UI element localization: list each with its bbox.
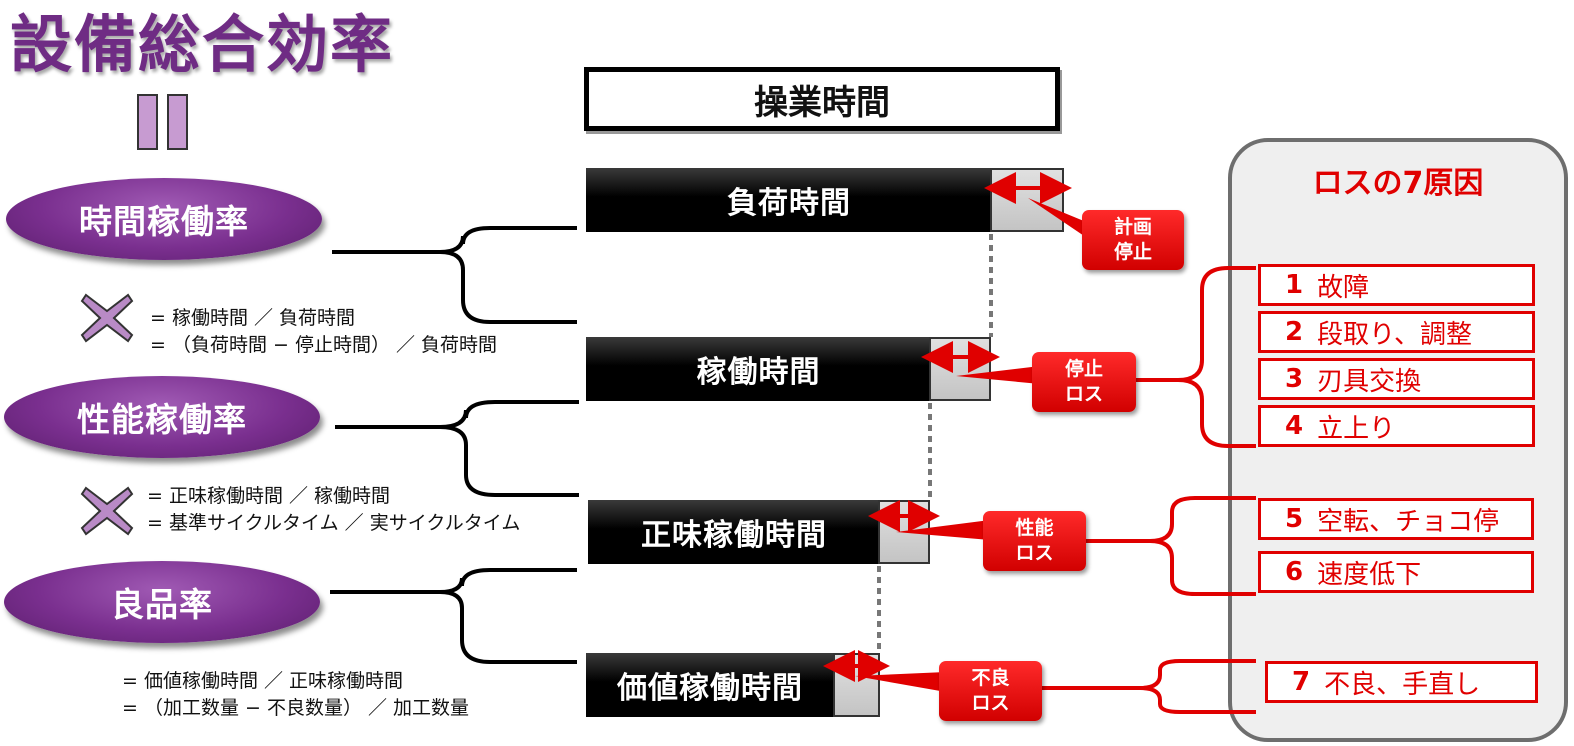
bar-operating-time-label: 稼働時間 bbox=[696, 355, 821, 390]
formula-line: = 基準サイクルタイム ／ 実サイクルタイム bbox=[147, 512, 521, 534]
callout-defect-loss: 不良ロス bbox=[939, 661, 1042, 721]
formula-line: = （加工数量 − 不良数量） ／ 加工数量 bbox=[122, 697, 470, 719]
cause-label: 段取り、調整 bbox=[1317, 319, 1473, 350]
left-braces bbox=[330, 226, 579, 664]
cause-item: 6 速度低下 bbox=[1258, 551, 1534, 593]
loss-arrows bbox=[823, 172, 1072, 682]
callout-line: 停止 bbox=[1113, 241, 1152, 263]
cause-number: 3 bbox=[1285, 364, 1304, 394]
formula-performance: = 正味稼働時間 ／ 稼働時間 = 基準サイクルタイム ／ 実サイクルタイム bbox=[147, 483, 520, 537]
cause-label: 不良、手直し bbox=[1324, 669, 1481, 700]
dotted-guides bbox=[877, 234, 993, 653]
bar-value-operating-time-label: 価値稼働時間 bbox=[617, 671, 803, 706]
formula-line: = 正味稼働時間 ／ 稼働時間 bbox=[147, 485, 391, 507]
multiply-icon bbox=[80, 293, 134, 343]
bar-load-time: 負荷時間 bbox=[586, 168, 992, 232]
cause-item: 3 刃具交換 bbox=[1258, 358, 1535, 400]
cause-item: 2 段取り、調整 bbox=[1258, 311, 1535, 353]
cause-label: 速度低下 bbox=[1317, 559, 1422, 590]
cause-number: 4 bbox=[1285, 411, 1304, 441]
operating-time-box: 操業時間 bbox=[584, 67, 1060, 131]
bar-net-operating-time-label: 正味稼働時間 bbox=[641, 518, 827, 553]
callout-line: 計画 bbox=[1113, 216, 1152, 238]
callout-pointers bbox=[855, 198, 1096, 692]
formula-line: = （負荷時間 − 停止時間） ／ 負荷時間 bbox=[150, 334, 498, 356]
bar-value-operating-time: 価値稼働時間 bbox=[586, 653, 834, 717]
callout-line: 停止 bbox=[1064, 358, 1103, 380]
callout-line: ロス bbox=[1015, 542, 1054, 564]
operating-time-label: 操業時間 bbox=[754, 82, 890, 123]
cause-number: 6 bbox=[1285, 557, 1304, 587]
formula-line: = 稼働時間 ／ 負荷時間 bbox=[150, 307, 356, 329]
cause-item: 1 故障 bbox=[1258, 264, 1535, 306]
callout-planned-stop: 計画停止 bbox=[1082, 210, 1184, 270]
equals-sign-right-bar bbox=[167, 94, 188, 150]
causes-title: ロスの7原因 bbox=[1312, 166, 1484, 201]
bar-net-operating-time: 正味稼働時間 bbox=[588, 500, 880, 564]
cause-item: 4 立上り bbox=[1258, 405, 1535, 447]
callout-performance-loss: 性能ロス bbox=[983, 511, 1086, 571]
cause-label: 故障 bbox=[1317, 272, 1370, 303]
cause-label: 刃具交換 bbox=[1317, 366, 1422, 397]
cause-number: 1 bbox=[1285, 270, 1304, 300]
ratio-time-availability-label: 時間稼働率 bbox=[79, 202, 249, 241]
cause-number: 5 bbox=[1285, 504, 1304, 534]
ratio-performance-label: 性能稼働率 bbox=[77, 400, 247, 439]
equals-sign-left-bar bbox=[137, 94, 158, 150]
cause-label: 立上り bbox=[1317, 413, 1396, 444]
callout-line: 不良 bbox=[971, 667, 1010, 689]
right-braces bbox=[1042, 266, 1256, 714]
ratio-quality-label: 良品率 bbox=[111, 585, 213, 624]
ratio-time-availability: 時間稼働率 bbox=[6, 178, 322, 260]
page-title: 設備総合効率 bbox=[10, 8, 395, 81]
callout-line: 性能 bbox=[1015, 517, 1054, 539]
ratio-quality: 良品率 bbox=[4, 561, 320, 643]
multiply-icon bbox=[80, 486, 134, 536]
formula-time-availability: = 稼働時間 ／ 負荷時間 = （負荷時間 − 停止時間） ／ 負荷時間 bbox=[150, 305, 497, 359]
formula-quality: = 価値稼働時間 ／ 正味稼働時間 = （加工数量 − 不良数量） ／ 加工数量 bbox=[122, 668, 469, 722]
callout-line: ロス bbox=[1064, 383, 1103, 405]
cause-number: 2 bbox=[1285, 317, 1304, 347]
formula-line: = 価値稼働時間 ／ 正味稼働時間 bbox=[122, 670, 404, 692]
cause-item: 7 不良、手直し bbox=[1265, 661, 1538, 703]
bar-load-time-label: 負荷時間 bbox=[727, 186, 851, 221]
bar-operating-time: 稼働時間 bbox=[586, 337, 931, 401]
cause-item: 5 空転、チョコ停 bbox=[1258, 498, 1534, 540]
callout-stop-loss: 停止ロス bbox=[1032, 352, 1136, 412]
cause-number: 7 bbox=[1292, 667, 1311, 697]
cause-label: 空転、チョコ停 bbox=[1317, 506, 1500, 537]
ratio-performance: 性能稼働率 bbox=[4, 376, 320, 458]
callout-line: ロス bbox=[971, 692, 1010, 714]
